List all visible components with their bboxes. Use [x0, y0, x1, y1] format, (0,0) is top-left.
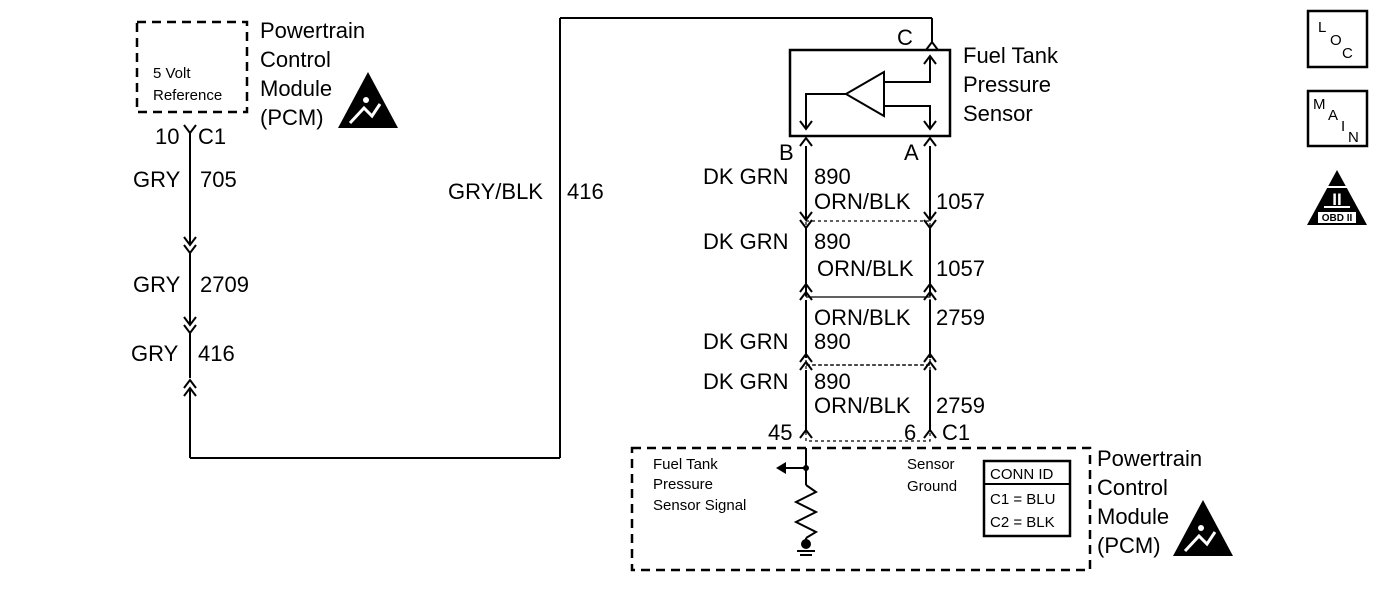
seg1-a-circuit: 1057: [936, 189, 985, 214]
signal-label-line1: Fuel Tank: [653, 456, 718, 473]
seg3-b-color: DK GRN: [703, 329, 789, 354]
pcm-top-name-line1: Powertrain: [260, 18, 365, 43]
inline-connector-1: [805, 220, 931, 298]
loc-letter-l: L: [1318, 19, 1326, 36]
loc-letter-c: C: [1342, 45, 1353, 62]
ground-icon: [801, 539, 811, 549]
main-letter-i: I: [1341, 118, 1345, 135]
conn-id-title: CONN ID: [990, 466, 1054, 483]
seg4-b-color: DK GRN: [703, 369, 789, 394]
ref-label-line1: 5 Volt: [153, 65, 191, 82]
pcm-bottom-pin-right: 6: [904, 420, 916, 445]
obd-ii-icon: [1307, 170, 1367, 225]
seg3-a-circuit: 2759: [936, 305, 985, 330]
signal-label-line3: Sensor Signal: [653, 497, 746, 514]
obd-ii-label: OBD II: [1322, 213, 1353, 224]
inline-connector-3: [805, 364, 931, 442]
fuel-tank-pressure-sensor: C Fuel Tank Pressure Sensor B A: [779, 25, 1059, 165]
pcm-bottom-module: 45 6 C1 Fuel Tank Pressure Sensor Signal…: [630, 420, 1233, 572]
sensor-name-line2: Pressure: [963, 72, 1051, 97]
amplifier-symbol: [844, 70, 885, 118]
signal-label-line2: Pressure: [653, 476, 713, 493]
pcm-top-dashed-box: [135, 20, 249, 114]
seg3-a-color: ORN/BLK: [814, 305, 911, 330]
seg3-b-circuit: 890: [814, 329, 851, 354]
sensor-pin-c: C: [897, 25, 913, 50]
pcm-bottom-pin-left: 45: [768, 420, 792, 445]
wire-2709-circuit: 2709: [200, 272, 249, 297]
pcm-top-name-line3: Module: [260, 76, 332, 101]
pcm-bottom-name-line2: Control: [1097, 475, 1168, 500]
obd-ii-numeral: II: [1332, 190, 1341, 209]
esd-warning-icon-bottom: [1173, 500, 1233, 556]
wire-416-circuit: 416: [198, 341, 235, 366]
wire-416-color: GRY: [131, 341, 179, 366]
loc-button[interactable]: L O C: [1306, 9, 1369, 69]
pcm-top-module: 5 Volt Reference Powertrain Control Modu…: [135, 18, 398, 149]
obd-ii-button[interactable]: II OBD II: [1307, 170, 1367, 225]
main-button[interactable]: M A I N: [1306, 89, 1369, 148]
pcm-bottom-connector: C1: [942, 420, 970, 445]
seg2-a-circuit: 1057: [936, 256, 985, 281]
pcm-bottom-dashed-box: [630, 446, 1092, 572]
sensor-pin-b: B: [779, 140, 794, 165]
left-wire: GRY 705 GRY 2709 GRY 416 GRY/BLK 416: [131, 17, 939, 459]
resistor-symbol: [793, 484, 819, 539]
sensor-name-line1: Fuel Tank: [963, 43, 1059, 68]
seg1-b-color: DK GRN: [703, 164, 789, 189]
conn-id-c2: C2 = BLK: [990, 514, 1055, 531]
pcm-top-name-line2: Control: [260, 47, 331, 72]
seg2-b-color: DK GRN: [703, 229, 789, 254]
seg4-a-circuit: 2759: [936, 393, 985, 418]
sensor-pin-a: A: [904, 140, 919, 165]
wire-705-circuit: 705: [200, 167, 237, 192]
wire-2709-color: GRY: [133, 272, 181, 297]
mid-wire-color: GRY/BLK: [448, 179, 543, 204]
loc-letter-o: O: [1330, 32, 1342, 49]
conn-id-box: [982, 459, 1072, 538]
wire-705-color: GRY: [133, 167, 181, 192]
pcm-bottom-name-line4: (PCM): [1097, 533, 1161, 558]
pcm-top-connector: C1: [198, 124, 226, 149]
main-letter-m: M: [1313, 96, 1326, 113]
seg4-a-color: ORN/BLK: [814, 393, 911, 418]
main-letter-a: A: [1328, 107, 1338, 124]
seg2-b-circuit: 890: [814, 229, 851, 254]
sensor-box: [788, 48, 952, 138]
sensor-wires: DK GRN 890 ORN/BLK 1057 DK GRN 890 ORN/B…: [703, 136, 985, 442]
pcm-bottom-name-line1: Powertrain: [1097, 446, 1202, 471]
seg1-a-color: ORN/BLK: [814, 189, 911, 214]
pcm-bottom-name-line3: Module: [1097, 504, 1169, 529]
pcm-top-name-line4: (PCM): [260, 105, 324, 130]
main-letter-n: N: [1348, 129, 1359, 146]
sensor-name-line3: Sensor: [963, 101, 1033, 126]
mid-wire-circuit: 416: [567, 179, 604, 204]
ground-label-line1: Sensor: [907, 456, 955, 473]
conn-id-c1: C1 = BLU: [990, 491, 1055, 508]
esd-warning-icon: [338, 72, 398, 128]
seg4-b-circuit: 890: [814, 369, 851, 394]
seg2-a-color: ORN/BLK: [817, 256, 914, 281]
signal-arrow-icon: [776, 462, 786, 474]
pcm-top-pin-number: 10: [155, 124, 179, 149]
seg1-b-circuit: 890: [814, 164, 851, 189]
ref-label-line2: Reference: [153, 87, 222, 104]
ground-label-line2: Ground: [907, 478, 957, 495]
